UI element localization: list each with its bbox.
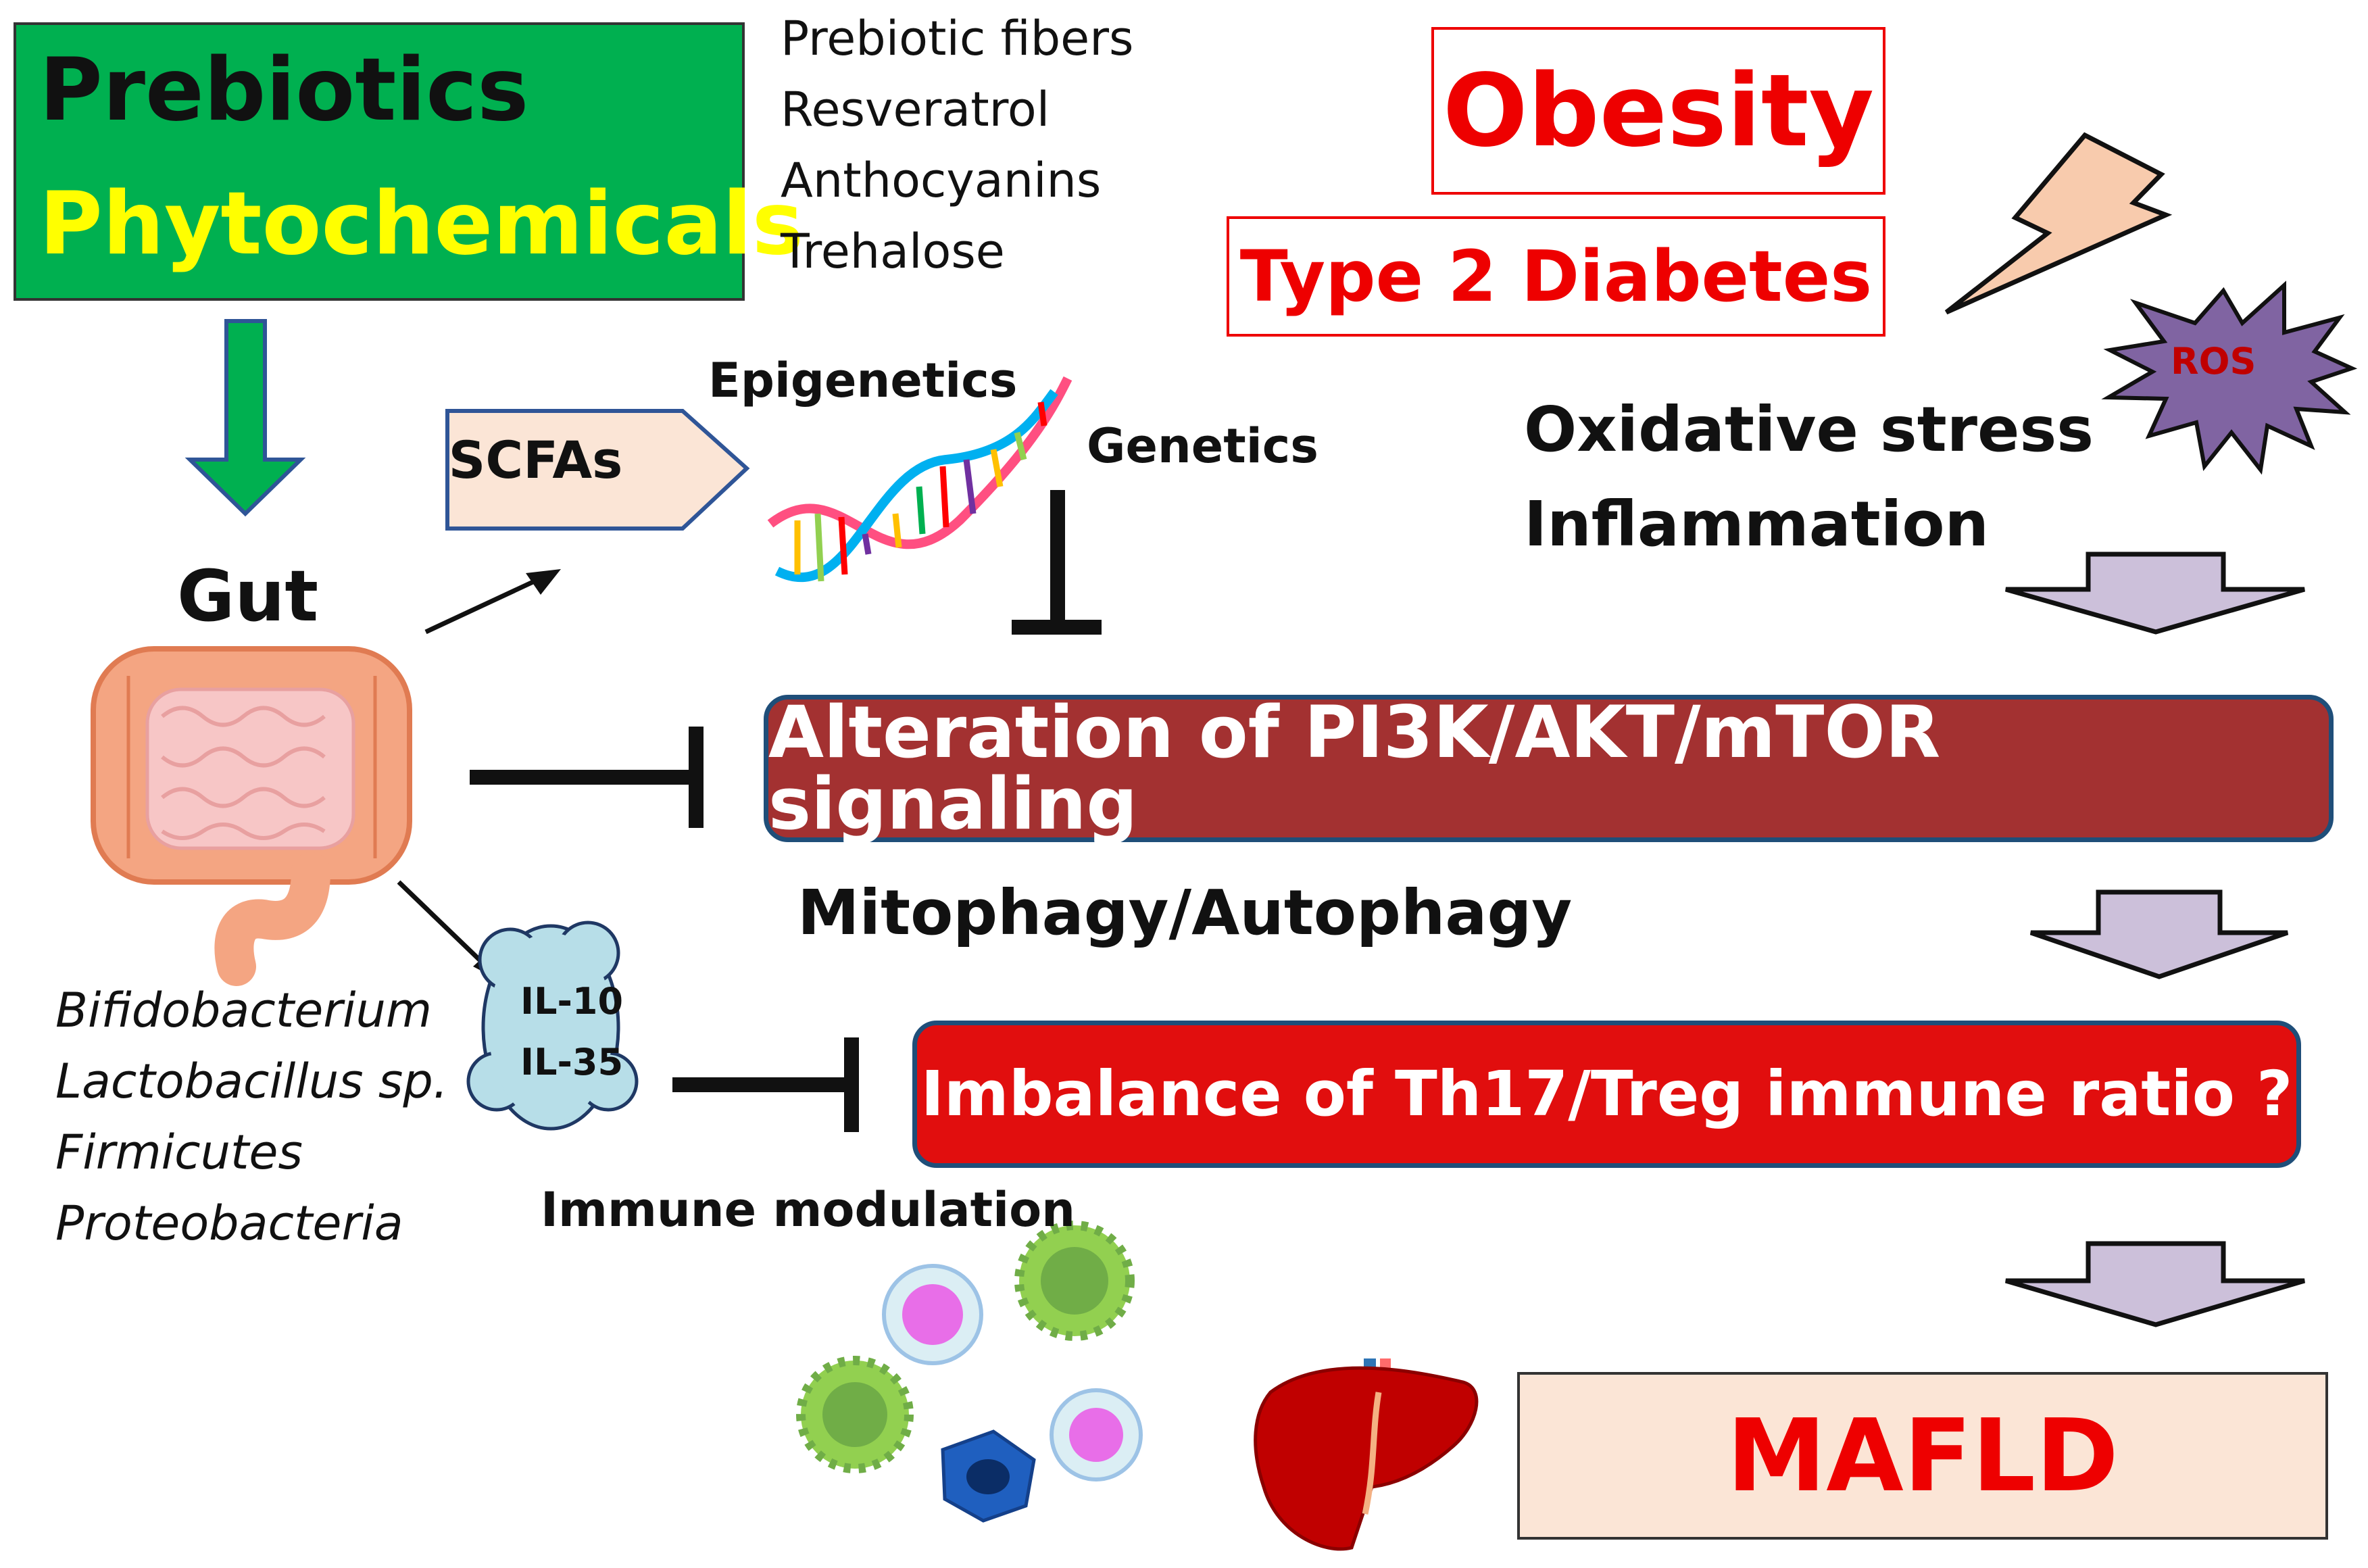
- lavender-arrow-1: [2005, 552, 2305, 635]
- ros-star-icon: [2101, 280, 2358, 475]
- mitophagy-label: Mitophagy/Autophagy: [797, 877, 1573, 949]
- lightning-icon: [1944, 132, 2173, 315]
- phytochemicals-label: Phytochemicals: [39, 174, 804, 274]
- pi3k-akt-mtor-box: Alteration of PI3K/AKT/mTOR signaling: [764, 695, 2334, 842]
- genetics-inhibition-bar: [1012, 490, 1102, 635]
- prebiotics-label: Prebiotics: [39, 40, 529, 141]
- green-down-arrow: [184, 319, 306, 517]
- compound-item: Prebiotic fibers: [781, 11, 1134, 66]
- bacteria-item: Firmicutes: [55, 1125, 303, 1180]
- oxidative-stress-label: Oxidative stress: [1524, 393, 2094, 466]
- il35-label: IL-35: [520, 1041, 624, 1083]
- gut-label: Gut: [177, 555, 319, 637]
- il-cloud-icon: [466, 921, 639, 1131]
- bacteria-item: Lactobacillus sp.: [55, 1054, 449, 1109]
- liver-icon: [1254, 1358, 1479, 1551]
- epigenetics-label: Epigenetics: [708, 353, 1018, 408]
- bacteria-item: Bifidobacterium: [55, 983, 433, 1038]
- bacteria-item: Proteobacteria: [55, 1196, 403, 1251]
- gut-inhibition-bar: [470, 727, 704, 828]
- immune-modulation-label: Immune modulation: [541, 1182, 1076, 1238]
- mafld-box: MAFLD: [1517, 1372, 2328, 1540]
- type2-diabetes-box: Type 2 Diabetes: [1227, 216, 1885, 337]
- lavender-arrow-2: [2029, 889, 2289, 979]
- dna-helix-icon: [767, 376, 1072, 582]
- gut-icon: [91, 646, 412, 986]
- scfa-pentagon: [445, 409, 750, 531]
- inflammation-label: Inflammation: [1524, 488, 1990, 560]
- compound-item: Resveratrol: [781, 82, 1050, 137]
- il10-label: IL-10: [520, 980, 624, 1023]
- gut-to-scfa-arrow: [424, 569, 561, 635]
- ros-label: ROS: [2171, 340, 2256, 383]
- obesity-box: Obesity: [1431, 27, 1885, 195]
- prebiotics-box: [14, 22, 745, 301]
- compound-item: Trehalose: [781, 224, 1005, 279]
- genetics-label: Genetics: [1087, 418, 1318, 474]
- scfa-label: SCFAs: [448, 430, 623, 490]
- lavender-arrow-3: [2005, 1241, 2305, 1327]
- immune-cells-icon: [796, 1221, 1143, 1523]
- th17-treg-box: Imbalance of Th17/Treg immune ratio ?: [912, 1021, 2301, 1168]
- compound-item: Anthocyanins: [781, 153, 1102, 208]
- il-inhibition-bar: [672, 1037, 859, 1132]
